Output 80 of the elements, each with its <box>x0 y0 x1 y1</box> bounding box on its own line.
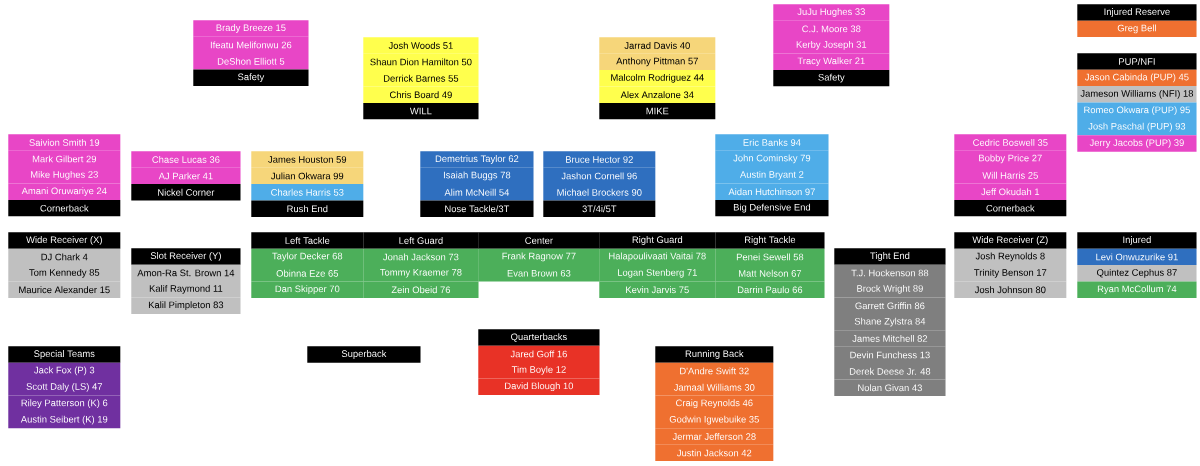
player-row: James Mitchell 82 <box>834 330 946 347</box>
player-row: David Blough 10 <box>478 378 600 395</box>
player-row: Jerry Jacobs (PUP) 39 <box>1077 135 1197 152</box>
player-row: Kerby Joseph 31 <box>773 37 890 54</box>
player-row: Trinity Benson 17 <box>954 265 1067 282</box>
player-row: Aidan Hutchinson 97 <box>715 183 829 200</box>
position-header: Quarterbacks <box>478 329 600 346</box>
player-row: Nolan Givan 43 <box>834 379 946 396</box>
player-row: Tim Boyle 12 <box>478 362 600 379</box>
player-row: Brady Breeze 15 <box>193 20 309 37</box>
player-row: Brock Wright 89 <box>834 281 946 298</box>
player-row: Scott Daly (LS) 47 <box>8 379 121 396</box>
player-row: Josh Johnson 80 <box>954 281 1067 298</box>
player-row: Romeo Okwara (PUP) 95 <box>1077 102 1197 119</box>
position-header: Rush End <box>251 200 364 217</box>
position-header: Wide Receiver (Z) <box>954 232 1067 249</box>
player-row: Ryan McCollum 74 <box>1077 281 1197 298</box>
player-row: Will Harris 25 <box>954 167 1067 184</box>
player-row: Mike Hughes 23 <box>8 167 121 184</box>
player-row: Bruce Hector 92 <box>543 151 656 168</box>
player-row: Tracy Walker 21 <box>773 53 890 70</box>
position-header: Special Teams <box>8 346 121 363</box>
position-header: Slot Receiver (Y) <box>131 248 241 265</box>
player-row: Derek Deese Jr. 48 <box>834 363 946 380</box>
position-header: Left Tackle <box>251 232 364 249</box>
player-row: Cedric Boswell 35 <box>954 134 1067 151</box>
player-row: Alex Anzalone 34 <box>599 86 716 103</box>
player-row: Logan Stenberg 71 <box>599 265 716 282</box>
position-header: Injured <box>1077 232 1197 249</box>
player-row: DeShon Elliott 5 <box>193 53 309 70</box>
player-row: Zein Obeid 76 <box>363 281 479 298</box>
player-row: Matt Nelson 67 <box>715 265 825 282</box>
position-header: Running Back <box>655 346 774 363</box>
player-row: Maurice Alexander 15 <box>8 281 121 298</box>
position-header: Wide Receiver (X) <box>8 232 121 249</box>
player-row: Garrett Griffin 86 <box>834 297 946 314</box>
position-header: 3T/4i/5T <box>543 200 656 217</box>
player-row: Amani Oruwariye 24 <box>8 183 121 200</box>
player-row: Chase Lucas 36 <box>131 151 241 168</box>
position-header: Superback <box>307 346 421 363</box>
player-row: Darrin Paulo 66 <box>715 281 825 298</box>
position-header: Center <box>478 232 600 249</box>
player-row: Kevin Jarvis 75 <box>599 281 716 298</box>
position-header: Right Guard <box>599 232 716 249</box>
player-row: Tommy Kraemer 78 <box>363 265 479 282</box>
position-header: Nose Tackle/3T <box>420 200 534 217</box>
player-row: Kalil Pimpleton 83 <box>131 297 241 314</box>
player-row: Jamaal Williams 30 <box>655 379 774 396</box>
player-row: Quintez Cephus 87 <box>1077 265 1197 282</box>
player-row: Evan Brown 63 <box>478 265 600 282</box>
player-row: Demetrius Taylor 62 <box>420 151 534 168</box>
player-row: Michael Brockers 90 <box>543 184 656 201</box>
player-row: Dan Skipper 70 <box>251 281 364 298</box>
player-row: Jameson Williams (NFI) 18 <box>1077 86 1197 103</box>
player-row: JuJu Hughes 33 <box>773 4 890 21</box>
player-row: Craig Reynolds 46 <box>655 395 774 412</box>
player-row: Jermar Jefferson 28 <box>655 428 774 445</box>
player-row: Austin Bryant 2 <box>715 167 829 184</box>
player-row: Obinna Eze 65 <box>251 265 364 282</box>
player-row: Malcolm Rodriguez 44 <box>599 70 716 87</box>
player-row: Eric Banks 94 <box>715 134 829 151</box>
position-header: Tight End <box>834 248 946 265</box>
player-row: Jarrad Davis 40 <box>599 37 716 54</box>
position-header: Safety <box>193 69 309 86</box>
player-row: Josh Woods 51 <box>363 37 479 54</box>
player-row: Tom Kennedy 85 <box>8 265 121 282</box>
player-row: James Houston 59 <box>251 151 364 168</box>
position-header: Right Tackle <box>715 232 825 249</box>
player-row: Jeff Okudah 1 <box>954 183 1067 200</box>
player-row: Alim McNeill 54 <box>420 184 534 201</box>
player-row: Kalif Raymond 11 <box>131 281 241 298</box>
position-header: Left Guard <box>363 232 479 249</box>
player-row: Chris Board 49 <box>363 86 479 103</box>
player-row: Charles Harris 53 <box>251 184 364 201</box>
position-header: PUP/NFI <box>1077 53 1197 70</box>
position-header: Injured Reserve <box>1077 4 1197 21</box>
position-header: Nickel Corner <box>131 184 241 201</box>
player-row: Saivion Smith 19 <box>8 134 121 151</box>
player-row: Derrick Barnes 55 <box>363 70 479 87</box>
player-row: Riley Patterson (K) 6 <box>8 395 121 412</box>
